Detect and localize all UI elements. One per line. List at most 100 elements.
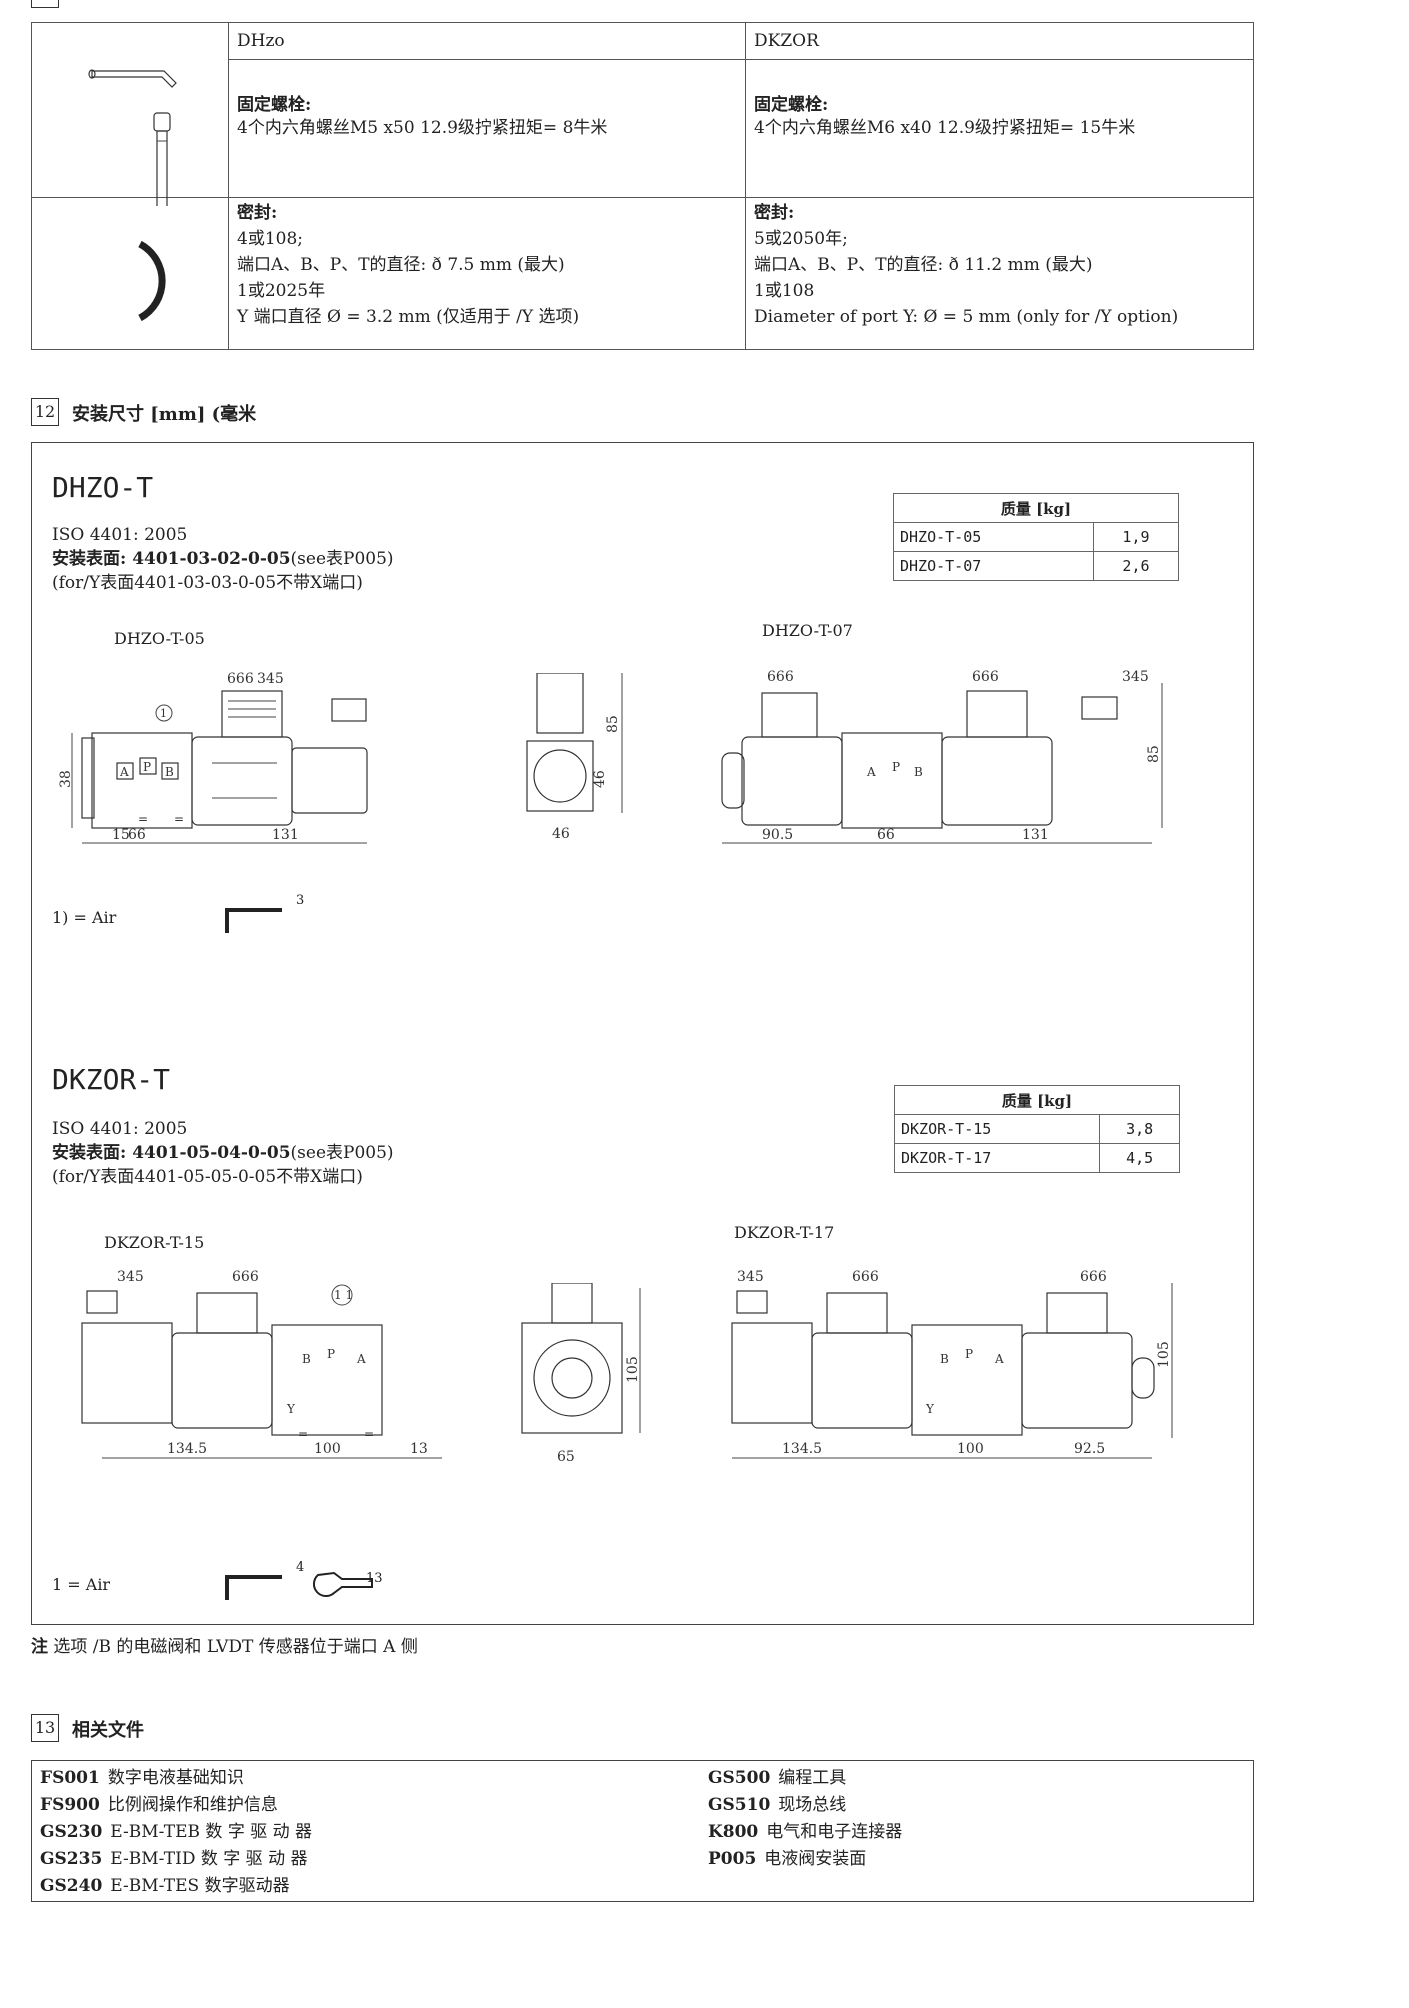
dhzo-seal-line: 端口A、B、P、T的直径: ð 7.5 mm (最大): [237, 255, 565, 275]
port-label: A: [994, 1352, 1004, 1366]
dim-label: 131: [272, 827, 299, 843]
mass-model: DKZOR-T-17: [893, 1143, 1101, 1173]
list-item[interactable]: GS230 E-BM-TEB 数 字 驱 动 器: [40, 1819, 312, 1846]
doc-title: 数字电液基础知识: [107, 1768, 244, 1788]
mass-value: 2,6: [1092, 551, 1180, 581]
doc-code: GS240: [40, 1876, 103, 1896]
dim-label: 666: [227, 671, 254, 687]
doc-code: P005: [708, 1849, 757, 1869]
dkzor-bolt-text: 4个内六角螺丝M6 x40 12.9级拧紧扭矩= 15牛米: [754, 118, 1136, 138]
hex-key-size: 3: [296, 893, 305, 908]
doc-code: FS001: [40, 1768, 100, 1788]
dhzo-y-note: (for/Y表面4401-03-03-0-05不带X端口): [52, 573, 363, 593]
doc-title: E-BM-TES 数字驱动器: [110, 1876, 290, 1896]
section13-title: 相关文件: [72, 1720, 144, 1741]
doc-code: GS510: [708, 1795, 771, 1815]
section13-number: 13: [31, 1714, 59, 1742]
dhzo-07-drawing: A P B 85 90.5 66 131 666 666 345: [721, 669, 1163, 844]
dim-label: 666: [1080, 1269, 1107, 1285]
dkzor-15-drawing-title: DKZOR-T-15: [104, 1233, 205, 1252]
dim-label: 38: [58, 770, 74, 788]
mass-model: DHZO-T-05: [893, 522, 1094, 552]
dkzor-17-drawing: B P A Y 105 134.5 100 92.5 345 666 666: [731, 1269, 1173, 1459]
dim-label: 85: [1146, 745, 1162, 763]
col-dhzo-header: DHzo: [228, 22, 746, 60]
dim-label: 13: [410, 1441, 428, 1457]
port-label: Y: [925, 1402, 935, 1416]
svg-text:1: 1: [160, 707, 167, 720]
doc-code: GS235: [40, 1849, 103, 1869]
dim-label: 46: [552, 826, 570, 842]
dkzor-air-note: 1 = Air: [52, 1575, 111, 1594]
dkzor-surface-ref: (see表P005): [290, 1143, 394, 1163]
dkzor-17-drawing-title: DKZOR-T-17: [734, 1223, 835, 1242]
list-item[interactable]: GS240 E-BM-TES 数字驱动器: [40, 1873, 312, 1900]
dim-label: 92.5: [1074, 1441, 1105, 1457]
dim-label: 100: [957, 1441, 984, 1457]
doc-title: E-BM-TEB 数 字 驱 动 器: [110, 1822, 313, 1842]
wrench-size: 13: [366, 1571, 383, 1586]
mass-header: 质量 [kg]: [894, 1085, 1180, 1115]
doc-title: 电气和电子连接器: [766, 1822, 903, 1842]
section12-number: 12: [31, 398, 59, 426]
dhzo-side-drawing: 85 46 46: [526, 673, 623, 842]
dhzo-07-drawing-title: DHZO-T-07: [762, 621, 853, 640]
list-item[interactable]: GS510 现场总线: [708, 1792, 902, 1819]
dkzor-seal-line: 端口A、B、P、T的直径: ð 11.2 mm (最大): [754, 255, 1093, 275]
port-label: P: [143, 760, 151, 774]
list-item[interactable]: FS001 数字电液基础知识: [40, 1765, 312, 1792]
dim-label: 66: [877, 827, 895, 843]
dhzo-iso: ISO 4401: 2005: [52, 525, 188, 545]
dim-label: 666: [232, 1269, 259, 1285]
mass-value: 1,9: [1092, 522, 1180, 552]
dim-label: 65: [557, 1449, 575, 1465]
mass-value: 3,8: [1099, 1114, 1180, 1144]
dhzo-seal-cell: 密封: 4或108; 端口A、B、P、T的直径: ð 7.5 mm (最大) 1…: [228, 197, 746, 350]
port-label: P: [965, 1347, 973, 1361]
dkzor-y-note: (for/Y表面4401-05-05-0-05不带X端口): [52, 1167, 363, 1187]
dkzor-model-title: DKZOR-T: [52, 1063, 171, 1096]
port-label: B: [914, 765, 923, 779]
doc-title: 现场总线: [778, 1795, 847, 1815]
dim-label: 46: [592, 770, 608, 788]
dim-label: 90.5: [762, 827, 793, 843]
dhzo-bolt-title: 固定螺栓:: [237, 95, 312, 115]
dhzo-surface: 安装表面: 4401-03-02-0-05: [52, 549, 291, 569]
eq-mark: =: [174, 812, 184, 826]
port-label: A: [119, 765, 129, 779]
mass-header: 质量 [kg]: [893, 493, 1179, 523]
dim-label: 666: [972, 669, 999, 685]
dhzo-seal-line: 1或2025年: [237, 281, 326, 301]
dim-label: 105: [1156, 1341, 1172, 1368]
hex-key-icon: [225, 1575, 282, 1600]
dkzor-seal-line: 5或2050年;: [754, 229, 848, 249]
dkzor-bolt-title: 固定螺栓:: [754, 95, 829, 115]
port-label: Y: [286, 1402, 296, 1416]
dhzo-bolt-text: 4个内六角螺丝M5 x50 12.9级拧紧扭矩= 8牛米: [237, 118, 608, 138]
dim-label: 105: [625, 1356, 641, 1383]
eq-mark: =: [298, 1427, 308, 1441]
hex-key-icon: [225, 908, 282, 933]
port-label: B: [940, 1352, 949, 1366]
mass-value: 4,5: [1099, 1143, 1180, 1173]
dhzo-05-drawing: A P B 1 38 15 66 131 = = 666 345: [58, 671, 368, 844]
dhzo-bolt-cell: 固定螺栓: 4个内六角螺丝M5 x50 12.9级拧紧扭矩= 8牛米: [228, 59, 746, 198]
dhzo-air-note: 1) = Air: [52, 908, 117, 927]
dkzor-bolt-cell: 固定螺栓: 4个内六角螺丝M6 x40 12.9级拧紧扭矩= 15牛米: [745, 59, 1254, 198]
dkzor-15-drawing: B P A Y 1 1 134.5 100 13 = = 345 666: [81, 1269, 442, 1459]
dkzor-seal-title: 密封:: [754, 203, 795, 223]
doc-code: GS230: [40, 1822, 103, 1842]
dhzo-seal-line: 4或108;: [237, 229, 303, 249]
col-dkzor-header: DKZOR: [745, 22, 1254, 60]
